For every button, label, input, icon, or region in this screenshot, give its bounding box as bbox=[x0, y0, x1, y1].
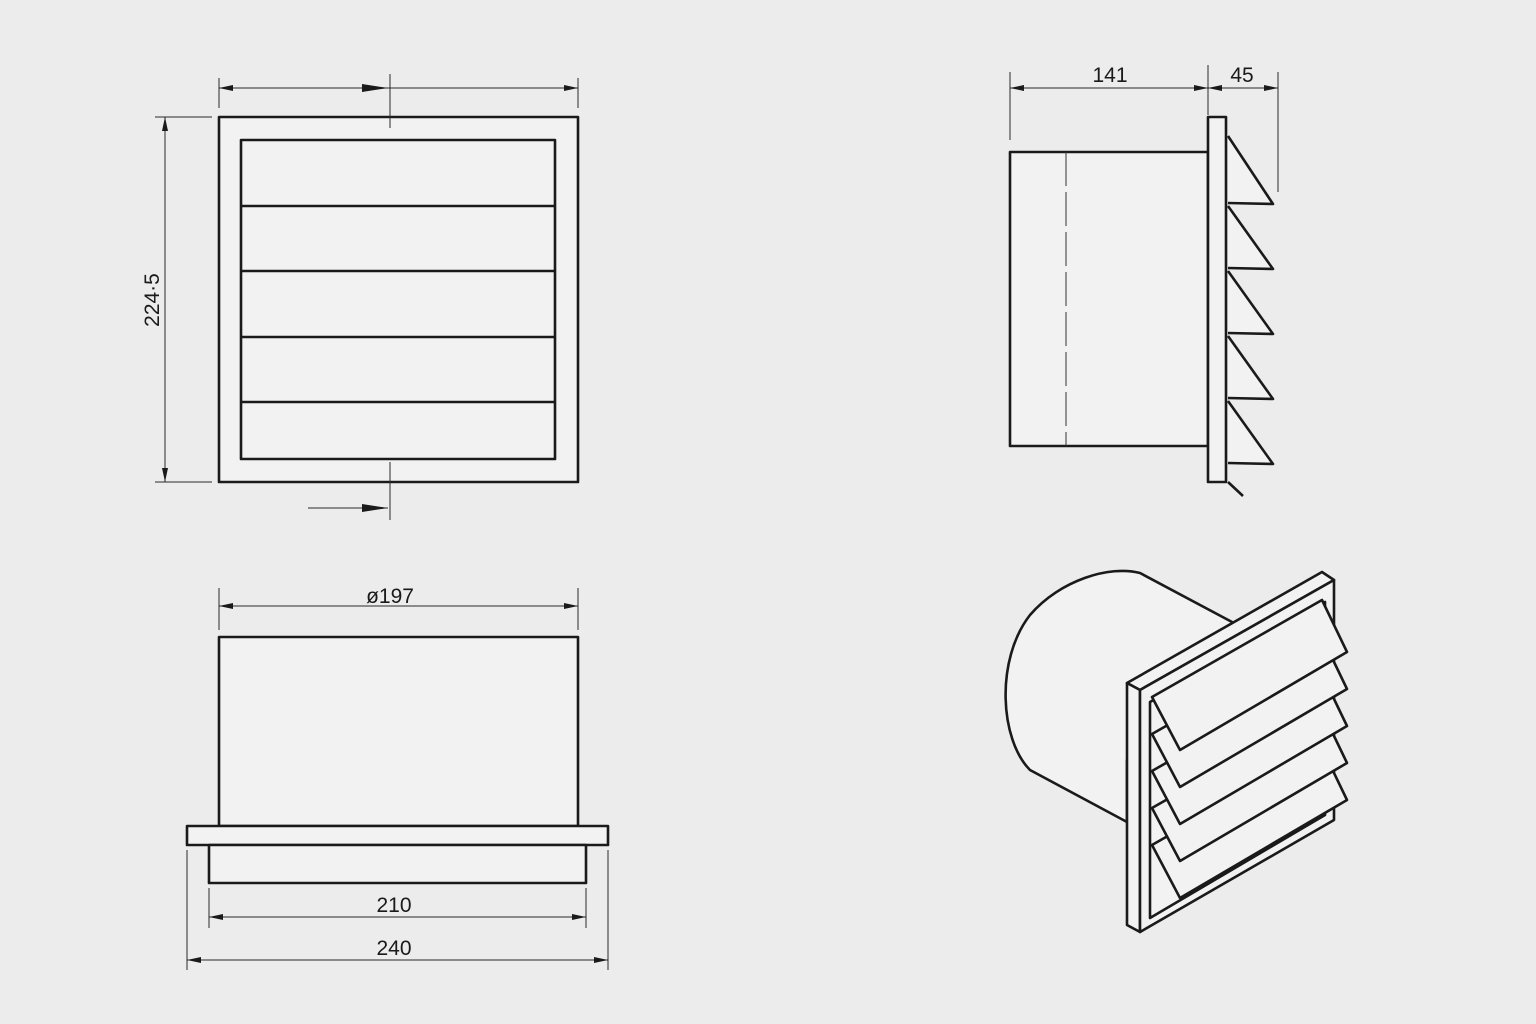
side-dimensions: 141 45 bbox=[1009, 64, 1279, 192]
bottom-dimensions: ø197 210 240 bbox=[186, 585, 609, 970]
diameter-label: ø197 bbox=[366, 585, 414, 608]
side-tube bbox=[1008, 150, 1210, 448]
depth-label: 141 bbox=[1092, 64, 1127, 87]
side-plate bbox=[1206, 115, 1228, 484]
side-view: 141 45 bbox=[1008, 64, 1279, 497]
front-opening bbox=[239, 138, 557, 461]
inner-width-label: 210 bbox=[376, 894, 411, 917]
iso-tube bbox=[1004, 569, 1234, 824]
louver-depth-label: 45 bbox=[1230, 64, 1253, 87]
height-label: 224·5 bbox=[141, 273, 164, 327]
section-marker-bottom bbox=[308, 462, 391, 520]
side-louvers bbox=[1226, 135, 1275, 497]
bottom-flange bbox=[185, 824, 610, 847]
isometric-view bbox=[1004, 569, 1349, 934]
iso-louvers bbox=[1150, 598, 1349, 900]
front-view: 224·5 bbox=[141, 74, 580, 520]
outer-width-label: 240 bbox=[376, 937, 411, 960]
iso-frame-side bbox=[1125, 681, 1142, 934]
front-dimension-width bbox=[218, 74, 579, 128]
bottom-view: ø197 210 240 bbox=[185, 585, 610, 970]
front-slats bbox=[241, 204, 555, 404]
bottom-tube bbox=[217, 635, 580, 828]
front-dimension-height: 224·5 bbox=[141, 116, 212, 483]
bottom-base bbox=[207, 843, 588, 885]
